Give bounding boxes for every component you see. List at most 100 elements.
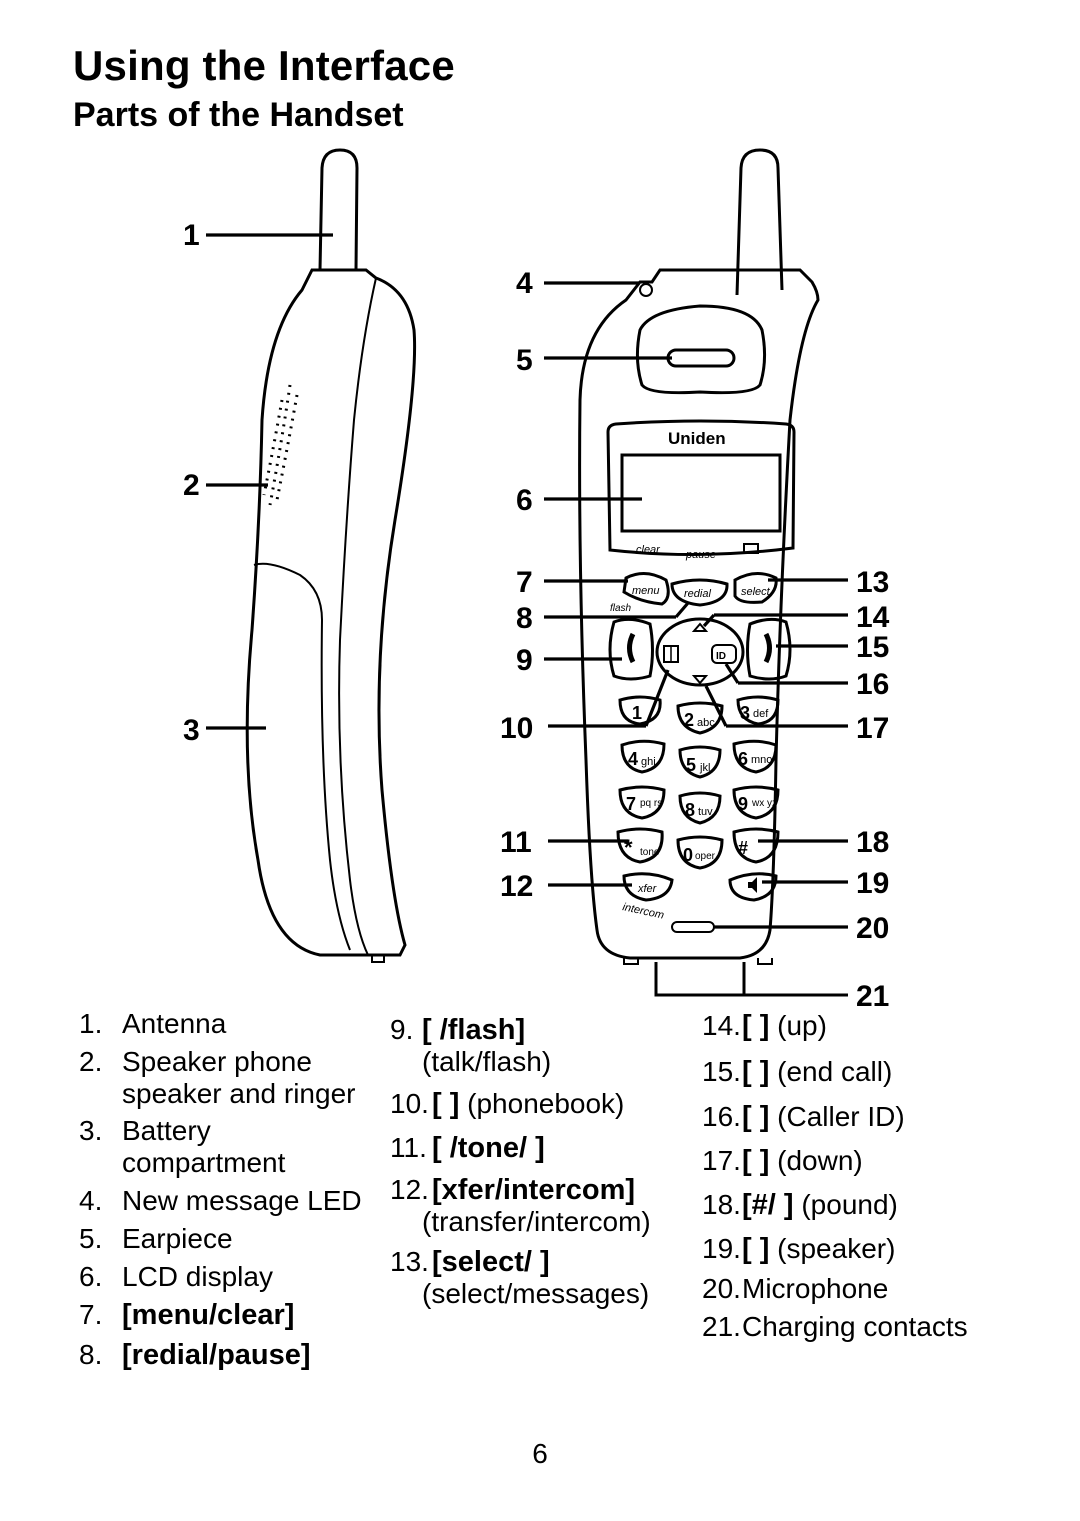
key-pound[interactable]: #: [732, 827, 780, 864]
svg-text:select: select: [741, 586, 771, 598]
parts-list-col2: 9.[ /flash] (talk/flash) 10.[ ] (phonebo…: [390, 1014, 690, 1318]
speaker-key[interactable]: [728, 872, 778, 902]
list-item: 21.Charging contacts: [702, 1311, 968, 1342]
talk-flash-key[interactable]: [608, 617, 654, 681]
svg-text:7: 7: [626, 794, 636, 814]
side-speaker-grille: [268, 384, 292, 506]
callout-9: 9: [516, 644, 533, 677]
svg-text:1: 1: [632, 703, 642, 723]
key-7[interactable]: 7 pq rs: [618, 785, 666, 820]
list-item: 3.Battery compartment: [79, 1115, 286, 1178]
list-item: 2.Speaker phone speaker and ringer: [79, 1046, 356, 1109]
svg-text:redial: redial: [684, 588, 711, 600]
list-item: 17.[ ] (down): [702, 1145, 863, 1177]
list-item: 10.[ ] (phonebook): [390, 1088, 625, 1120]
lcd-housing: [606, 419, 796, 557]
svg-text:ID: ID: [716, 651, 726, 662]
side-antenna: [318, 148, 359, 271]
list-item: 9.[ /flash] (talk/flash): [390, 1014, 552, 1077]
list-item: 15.[ ] (end call): [702, 1056, 893, 1088]
callout-15: 15: [856, 631, 889, 664]
select-key[interactable]: select: [733, 572, 778, 604]
side-battery-door: [253, 562, 351, 951]
callout-11: 11: [500, 826, 532, 859]
navigation-cluster[interactable]: ID: [655, 617, 745, 687]
callout-19: 19: [856, 867, 889, 900]
svg-text:#: #: [738, 838, 748, 858]
menu-key[interactable]: menu: [622, 572, 670, 606]
front-antenna: [735, 148, 784, 296]
end-call-key[interactable]: [746, 617, 792, 681]
lcd-message-envelope-icon: [743, 543, 759, 554]
lcd-screen: [620, 453, 782, 533]
list-item: 4.New message LED: [79, 1185, 362, 1216]
callout-7: 7: [516, 566, 533, 599]
earpiece-slot: [666, 348, 736, 368]
list-item: 13.[select/ ] (select/messages): [390, 1246, 650, 1309]
svg-text:mno: mno: [751, 754, 772, 766]
svg-text:3: 3: [740, 703, 750, 723]
svg-text:6: 6: [738, 749, 748, 769]
redial-key[interactable]: redial: [670, 578, 729, 607]
callout-18: 18: [856, 826, 889, 859]
callout-21: 21: [856, 980, 889, 1010]
callout-4: 4: [516, 267, 533, 300]
list-item: 7.[menu/clear]: [79, 1299, 295, 1331]
key-star-tone[interactable]: *tone: [616, 827, 664, 864]
side-view-handset: [245, 148, 417, 963]
svg-text:8: 8: [685, 800, 695, 820]
svg-text:ghi: ghi: [641, 756, 656, 768]
callout-3: 3: [183, 714, 200, 747]
svg-text:wx yz: wx yz: [751, 798, 777, 809]
front-view-handset: Uniden clear pause menu flash redial sel…: [578, 148, 820, 965]
xfer-intercom-key[interactable]: xfer: [622, 872, 674, 902]
parts-list-col3: 14.[ ] (up) 15.[ ] (end call) 16.[ ] (Ca…: [702, 1010, 1002, 1349]
callout-20: 20: [856, 912, 889, 945]
svg-text:pq rs: pq rs: [640, 798, 662, 809]
svg-text:jkl: jkl: [699, 762, 710, 774]
callout-5: 5: [516, 344, 533, 377]
section-heading: Parts of the Handset: [73, 96, 404, 134]
earpiece-housing: [635, 304, 767, 395]
svg-text:*: *: [624, 835, 633, 860]
page-number: 6: [532, 1438, 548, 1469]
svg-text:9: 9: [738, 794, 748, 814]
list-item: 11.[ /tone/ ]: [390, 1132, 545, 1164]
side-body: [245, 268, 417, 957]
callout-16: 16: [856, 668, 889, 701]
up-arrow-icon: [691, 622, 709, 632]
brand-logo: Uniden: [668, 429, 726, 448]
leader-21: [654, 962, 848, 997]
callout-17: 17: [856, 712, 889, 745]
svg-text:0: 0: [683, 845, 693, 865]
list-item: 1.Antenna: [79, 1008, 227, 1039]
side-seam: [338, 277, 377, 956]
svg-text:menu: menu: [632, 585, 660, 597]
svg-text:xfer: xfer: [637, 883, 658, 895]
svg-text:2: 2: [684, 710, 694, 730]
svg-text:4: 4: [628, 749, 638, 769]
callout-14: 14: [856, 601, 890, 634]
svg-text:5: 5: [686, 755, 696, 775]
key-1[interactable]: 1: [618, 695, 662, 726]
caller-id-icon: [711, 644, 737, 664]
svg-text:oper: oper: [695, 851, 716, 862]
callout-13: 13: [856, 566, 889, 599]
flash-label: flash: [610, 603, 632, 614]
handset-diagram: 1 2 3 Uniden clear pause menu flash redi…: [183, 148, 890, 1010]
front-body: [578, 268, 820, 960]
list-item: 5.Earpiece: [79, 1223, 233, 1254]
parts-list-col1: 1.Antenna 2.Speaker phone speaker and ri…: [79, 1008, 379, 1379]
down-arrow-icon: [691, 675, 709, 685]
charging-contact-left: [623, 958, 639, 965]
message-led: [639, 283, 653, 297]
